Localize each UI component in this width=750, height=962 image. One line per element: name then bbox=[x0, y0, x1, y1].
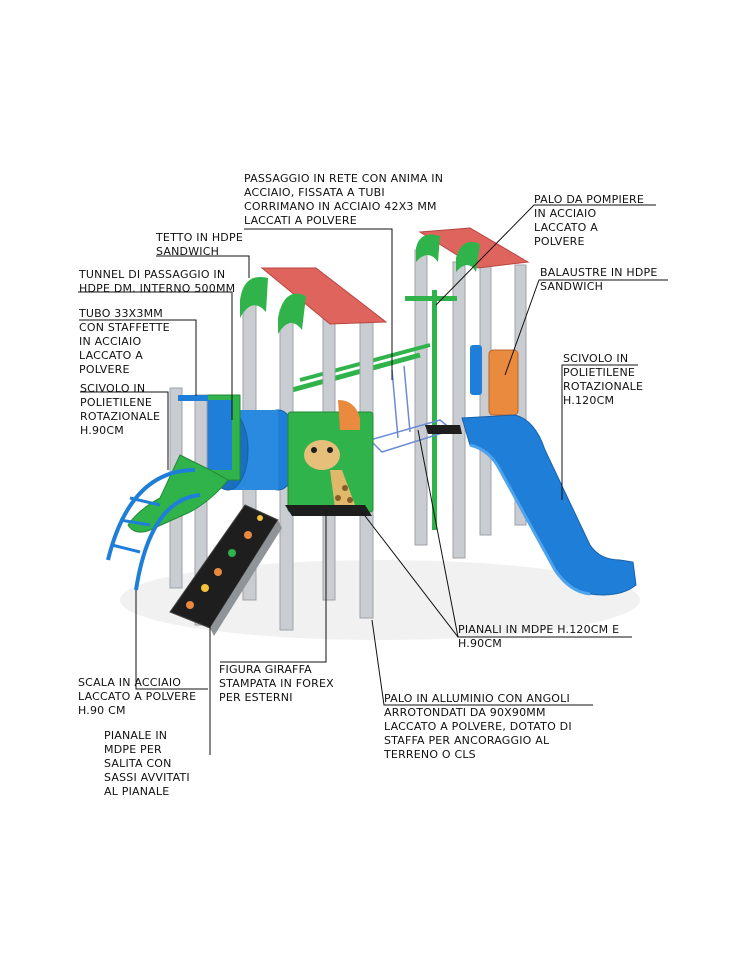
leader-lines bbox=[78, 204, 668, 755]
climbing-wall-side bbox=[210, 520, 282, 636]
label-scala: SCALA IN ACCIAIO LACCATO A POLVERE H.90 … bbox=[78, 676, 197, 717]
climbing-stone bbox=[214, 568, 222, 576]
slide-120-side bbox=[469, 443, 591, 596]
balustrade-panel bbox=[488, 349, 519, 416]
climbing-stone bbox=[257, 515, 263, 521]
climbing-stone bbox=[244, 531, 252, 539]
label-pianale-salita: PIANALE IN MDPE PER SALITA CON SASSI AVV… bbox=[104, 729, 190, 798]
fire-pole bbox=[432, 290, 437, 530]
leader-line-pianali-2 bbox=[361, 511, 459, 638]
net-rope bbox=[403, 365, 411, 433]
giraffe-spot bbox=[347, 497, 353, 503]
leader-line-scivolo90 bbox=[80, 391, 169, 470]
leader-line-tunnel bbox=[78, 291, 233, 420]
label-palo-alluminio: PALO IN ALLUMINIO CON ANGOLI ARROTONDATI… bbox=[384, 692, 572, 761]
label-scivolo-90: SCIVOLO IN POLIETILENE ROTAZIONALE H.90C… bbox=[80, 382, 161, 437]
leader-line-scivolo120 bbox=[561, 364, 638, 500]
fire-pole-bar bbox=[405, 296, 457, 301]
ladder-rung bbox=[119, 518, 151, 527]
net-rope bbox=[391, 369, 399, 439]
giraffe-spot bbox=[335, 495, 341, 501]
label-tetto: TETTO IN HDPE SANDWICH bbox=[156, 231, 243, 258]
label-balaustre: BALAUSTRE IN HDPE SANDWICH bbox=[540, 266, 658, 293]
main-roof-green bbox=[278, 293, 306, 334]
net-rail bbox=[291, 352, 421, 393]
ladder-arc bbox=[106, 468, 196, 561]
post bbox=[414, 249, 428, 546]
rail-tube bbox=[178, 395, 208, 401]
platform bbox=[425, 425, 462, 434]
label-scivolo-120: SCIVOLO IN POLIETILENE ROTAZIONALE H.120… bbox=[563, 352, 644, 407]
leader-line-scala bbox=[135, 590, 208, 690]
post bbox=[452, 261, 466, 559]
climbing-stone bbox=[186, 601, 194, 609]
label-palo-pompiere: PALO DA POMPIERE IN ACCIAIO LACCATO A PO… bbox=[534, 193, 645, 248]
ladder-arc bbox=[134, 493, 201, 591]
balustrade-blue bbox=[470, 345, 482, 395]
leader-line-tetto bbox=[156, 255, 250, 278]
label-pianali: PIANALI IN MDPE H.120CM E H.90CM bbox=[458, 623, 620, 650]
giraffe-eye bbox=[327, 447, 333, 453]
leader-line-balaustre bbox=[504, 279, 668, 376]
climbing-stone bbox=[228, 549, 236, 557]
leader-line-tubo bbox=[79, 319, 197, 396]
giraffe-eye bbox=[311, 447, 317, 453]
ladder-rung bbox=[129, 496, 161, 507]
slide-90 bbox=[127, 454, 229, 533]
climbing-stone bbox=[201, 584, 209, 592]
giraffe-head bbox=[304, 440, 340, 470]
label-tunnel: TUNNEL DI PASSAGGIO IN HDPE DM. INTERNO … bbox=[79, 268, 236, 295]
main-roof-green bbox=[240, 276, 268, 318]
right-roof-green bbox=[416, 234, 440, 262]
ladder-rung bbox=[111, 543, 141, 554]
right-roof-green bbox=[456, 241, 480, 272]
main-roof bbox=[260, 267, 388, 325]
label-passaggio-rete: PASSAGGIO IN RETE CON ANIMA IN ACCIAIO, … bbox=[244, 172, 444, 227]
orange-balustrade bbox=[338, 400, 360, 430]
leader-line-pompiere bbox=[435, 204, 656, 306]
left-panel-blue bbox=[206, 400, 232, 470]
net-bridge bbox=[368, 419, 454, 453]
leader-line-palo bbox=[371, 619, 593, 706]
leader-line-figura bbox=[220, 510, 327, 663]
leader-line-passaggio bbox=[244, 228, 393, 380]
label-figura: FIGURA GIRAFFA STAMPATA IN FOREX PER EST… bbox=[219, 663, 334, 704]
platform bbox=[285, 505, 372, 516]
label-tubo: TUBO 33X3MM CON STAFFETTE IN ACCIAIO LAC… bbox=[79, 307, 170, 376]
giraffe-spot bbox=[342, 485, 348, 491]
